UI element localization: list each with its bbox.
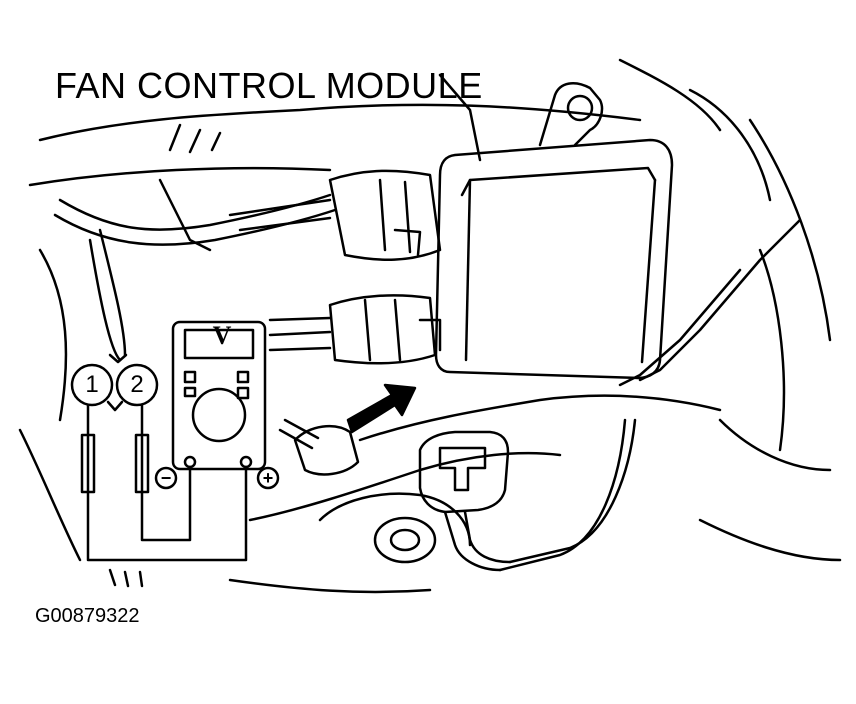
strut-mount (373, 516, 437, 564)
test-connector (293, 425, 360, 476)
fan-control-module (434, 138, 674, 380)
indicator-arrow (346, 383, 417, 434)
terminal-1-marker (70, 363, 114, 407)
meter-display-symbol: V (212, 321, 232, 350)
terminal-2-label: 2 (130, 371, 144, 398)
figure-code: G00879322 (35, 605, 140, 627)
mounting-bracket (538, 82, 604, 147)
negative-terminal-symbol (154, 466, 178, 490)
diagram-title: FAN CONTROL MODULE (55, 65, 483, 106)
probe-positive (134, 403, 150, 494)
terminal-2-marker (115, 363, 159, 407)
lead-wire (140, 465, 192, 542)
positive-sign-label: + (262, 468, 274, 488)
connector-lower (328, 294, 437, 365)
positive-terminal-symbol (256, 466, 280, 490)
connector-upper (328, 169, 442, 261)
negative-sign-label: − (160, 468, 172, 488)
lead-wire (86, 465, 248, 562)
hose-outline (53, 208, 337, 246)
body-panel-outline (28, 166, 332, 187)
voltmeter (171, 320, 267, 471)
terminal-1-label: 1 (85, 371, 99, 398)
harness-connector (418, 430, 510, 514)
body-panel-outline (38, 103, 642, 142)
probe-negative (80, 403, 96, 494)
